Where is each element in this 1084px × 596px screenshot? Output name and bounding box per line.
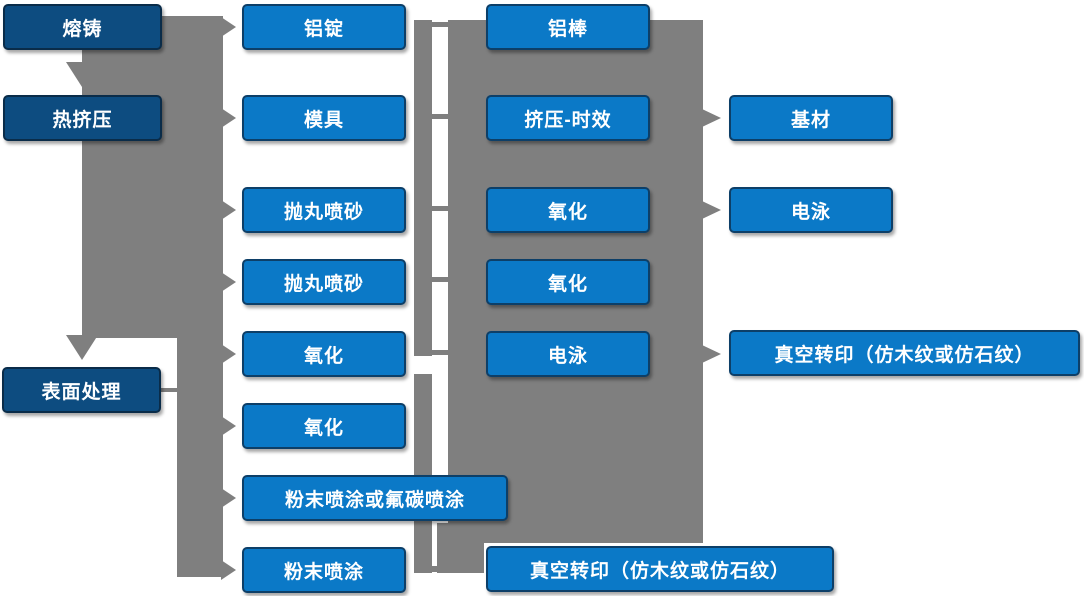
node-oxidation-3: 氧化 <box>486 187 650 233</box>
arrow-right-icon <box>702 201 721 219</box>
connector-trunk-lower <box>177 338 223 577</box>
arrow-down-icon <box>66 62 98 87</box>
node-powder-or-fluorocarbon-coating: 粉末喷涂或氟碳喷涂 <box>242 475 508 521</box>
connector-stub <box>432 114 448 119</box>
node-shot-blasting-2: 抛丸喷砂 <box>242 259 406 305</box>
node-base-material: 基材 <box>729 95 893 141</box>
arrow-right-icon <box>221 200 236 220</box>
node-aluminum-ingot: 铝锭 <box>242 4 406 50</box>
node-vacuum-transfer-print-1: 真空转印（仿木纹或仿石纹） <box>486 546 834 592</box>
node-oxidation-4: 氧化 <box>486 259 650 305</box>
connector-stub <box>432 206 448 211</box>
arrow-right-icon <box>221 272 236 292</box>
connector-strip <box>437 523 484 573</box>
connector-stub <box>432 22 448 27</box>
arrow-right-icon <box>702 345 721 363</box>
arrow-right-icon <box>221 488 236 508</box>
node-electrophoresis-1: 电泳 <box>486 331 650 377</box>
arrow-down-icon <box>66 335 98 360</box>
node-oxidation-1: 氧化 <box>242 331 406 377</box>
node-shot-blasting-1: 抛丸喷砂 <box>242 187 406 233</box>
arrow-right-icon <box>221 344 236 364</box>
connector-rail-upper <box>414 20 432 356</box>
connector-stub <box>432 350 448 355</box>
connector-stub <box>429 566 439 572</box>
node-oxidation-2: 氧化 <box>242 403 406 449</box>
connector-rail-lower <box>414 374 432 573</box>
arrow-right-icon <box>221 17 236 37</box>
connector-stub <box>160 388 177 392</box>
arrow-right-icon <box>221 560 236 580</box>
connector-stub <box>432 277 448 282</box>
node-extrusion-aging: 挤压-时效 <box>486 95 650 141</box>
arrow-right-icon <box>702 109 721 127</box>
node-mold: 模具 <box>242 95 406 141</box>
node-powder-coating: 粉末喷涂 <box>242 547 406 593</box>
arrow-right-icon <box>221 108 236 128</box>
arrow-right-icon <box>221 416 236 436</box>
node-vacuum-transfer-print-2: 真空转印（仿木纹或仿石纹） <box>729 330 1080 376</box>
node-melting-casting: 熔铸 <box>3 4 162 50</box>
node-surface-treatment: 表面处理 <box>2 367 161 413</box>
node-hot-extrusion: 热挤压 <box>3 95 162 141</box>
connector-trunk-main <box>82 16 223 338</box>
node-electrophoresis-2: 电泳 <box>729 187 893 233</box>
node-aluminum-bar: 铝棒 <box>486 4 650 50</box>
